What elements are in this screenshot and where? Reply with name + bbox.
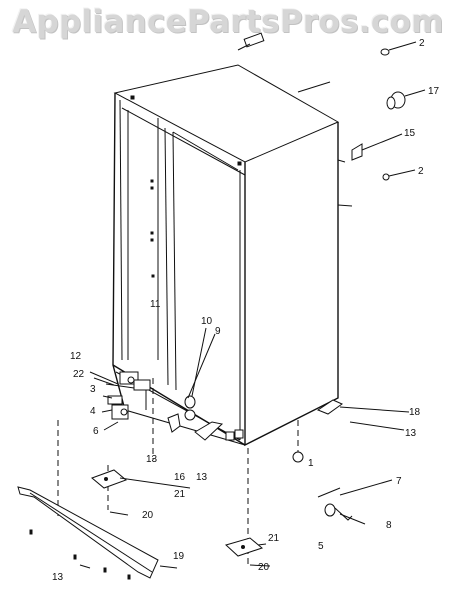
callout-13-bottom: 13 — [52, 572, 64, 583]
top-hinge-parts — [237, 32, 426, 181]
callout-4: 4 — [90, 406, 96, 417]
callout-20-right: 20 — [258, 562, 270, 573]
callout-21-left: 21 — [174, 489, 186, 500]
callout-21-right: 21 — [268, 533, 280, 544]
callout-5: 5 — [318, 541, 324, 552]
callout-11: 11 — [150, 299, 161, 310]
callout-22: 22 — [73, 369, 85, 380]
callout-17: 17 — [428, 86, 440, 97]
callout-2-mid: 2 — [418, 166, 424, 177]
callout-10: 10 — [201, 316, 213, 327]
callout-15: 15 — [404, 128, 416, 139]
watermark-logo: AppliancePartsPros.com — [12, 4, 444, 40]
callout-13-right: 13 — [405, 428, 417, 439]
base-grille — [17, 486, 159, 580]
dashed-leaders — [57, 378, 249, 565]
callout-7: 7 — [396, 476, 402, 487]
label-leaders — [79, 406, 410, 569]
callout-8: 8 — [386, 520, 392, 531]
callout-18: 18 — [409, 407, 421, 418]
callout-3: 3 — [90, 384, 96, 395]
callout-6: 6 — [93, 426, 99, 437]
callout-2-top: 2 — [419, 38, 425, 49]
callout-13-center: 13 — [146, 454, 158, 465]
callout-16: 16 — [174, 472, 186, 483]
center-bottom-parts — [167, 327, 244, 441]
callout-19: 19 — [173, 551, 185, 562]
leveling-plates — [91, 469, 264, 557]
callout-13-mid: 13 — [196, 472, 208, 483]
callout-9: 9 — [215, 326, 221, 337]
left-bottom-assembly — [89, 371, 151, 431]
right-leveler-parts — [292, 399, 366, 525]
callout-labels: 2 17 15 2 11 10 9 12 22 3 4 6 18 13 13 1… — [52, 38, 440, 583]
callout-20-left: 20 — [142, 510, 154, 521]
callout-1: 1 — [308, 458, 314, 469]
callout-12: 12 — [70, 351, 82, 362]
refrigerator-cabinet — [112, 64, 353, 447]
